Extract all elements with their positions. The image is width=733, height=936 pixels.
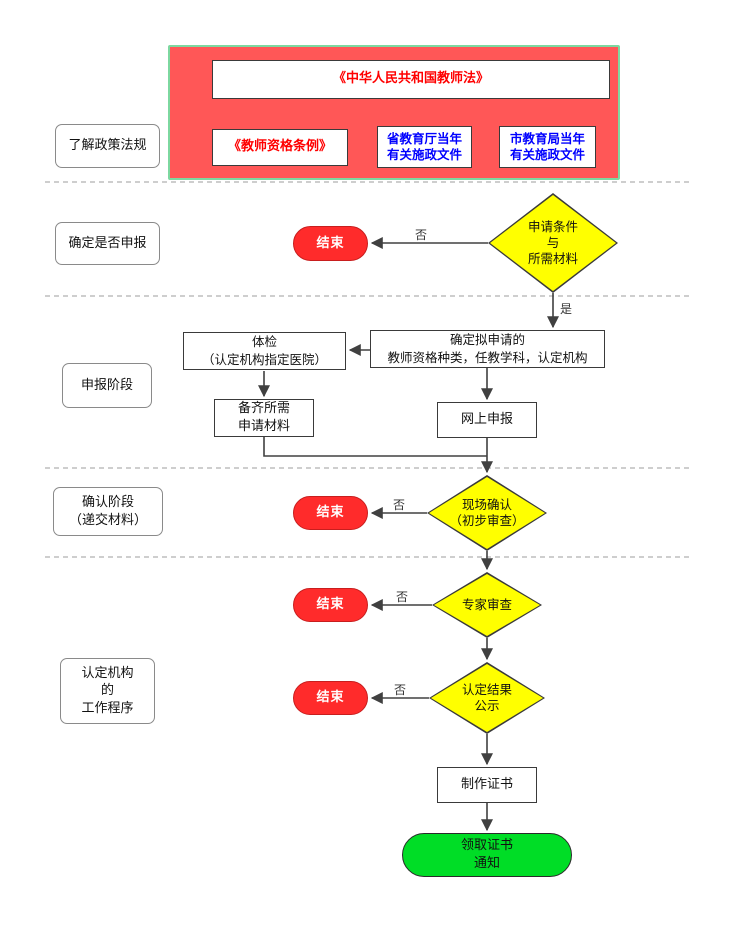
edge-label-no-1: 否 (413, 228, 430, 243)
end-node-1: 结束 (293, 226, 368, 261)
make-certificate-box: 制作证书 (437, 767, 537, 803)
edge-label-no-3: 否 (394, 590, 411, 605)
stage-label-confirmation: 确认阶段 （递交材料） (53, 487, 163, 536)
decision-onsite-confirm: 现场确认 （初步审查） (427, 475, 547, 551)
end-node-3: 结束 (293, 588, 368, 622)
physical-exam-box: 体检 （认定机构指定医院） (183, 332, 346, 370)
determine-qualification-box: 确定拟申请的 教师资格种类，任教学科，认定机构 (370, 330, 605, 368)
stage-label-application: 申报阶段 (62, 363, 152, 408)
decision-expert-review-label: 专家审查 (461, 596, 512, 612)
end-node-4: 结束 (293, 681, 368, 715)
policy-panel: 《中华人民共和国教师法》 《教师资格条例》 省教育厅当年 有关施政文件 市教育局… (168, 45, 620, 180)
edge-label-yes: 是 (558, 302, 575, 317)
stage-label-decide-apply: 确定是否申报 (55, 222, 160, 265)
prepare-materials-box: 备齐所需 申请材料 (214, 399, 314, 437)
decision-apply-conditions-label: 申请条件 与 所需材料 (527, 218, 578, 267)
decision-apply-conditions: 申请条件 与 所需材料 (488, 193, 618, 293)
edge-label-no-2: 否 (391, 498, 408, 513)
decision-expert-review: 专家审查 (432, 572, 542, 638)
stage-label-agency-procedure: 认定机构 的 工作程序 (60, 658, 155, 724)
teacher-law-box: 《中华人民共和国教师法》 (212, 60, 610, 99)
municipal-doc-box: 市教育局当年 有关施政文件 (499, 126, 596, 168)
edge-label-no-4: 否 (392, 683, 409, 698)
online-apply-box: 网上申报 (437, 402, 537, 438)
receive-certificate-node: 领取证书 通知 (402, 833, 572, 877)
decision-result-publicity: 认定结果 公示 (429, 662, 545, 734)
teacher-regulation-box: 《教师资格条例》 (212, 129, 348, 166)
decision-onsite-confirm-label: 现场确认 （初步审查） (449, 496, 525, 528)
end-node-2: 结束 (293, 496, 368, 530)
provincial-doc-box: 省教育厅当年 有关施政文件 (377, 126, 472, 168)
decision-result-publicity-label: 认定结果 公示 (461, 681, 512, 713)
stage-label-policy: 了解政策法规 (55, 124, 160, 168)
